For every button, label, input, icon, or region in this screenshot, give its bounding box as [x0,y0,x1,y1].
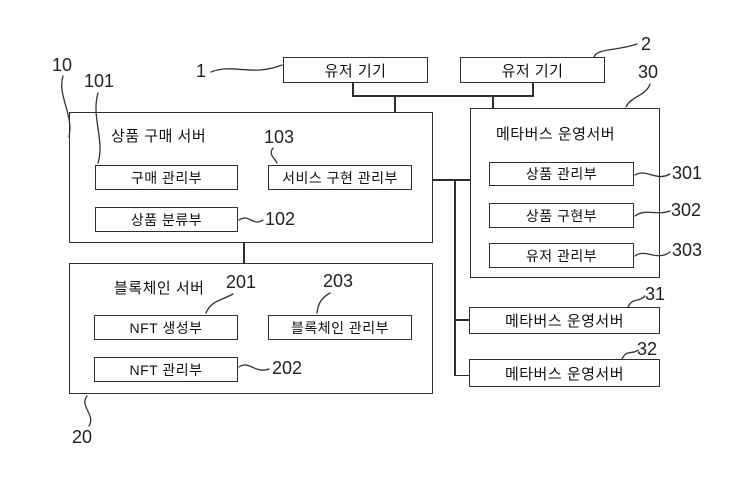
connector-purchase-to-blockchain [243,242,245,264]
connector-user1-drop [352,82,354,96]
ref-label-10: 10 [52,55,73,75]
ref-label-30: 30 [638,62,659,82]
node-user-device-1: 유저 기기 [283,57,428,83]
node-purchase-server-title: 상품 구매 서버 [111,128,207,145]
node-user-device-1-label: 유저 기기 [324,62,387,80]
node-metaverse-server-title: 메타버스 운영서버 [496,126,616,143]
node-user-manager-label: 유저 관리부 [525,247,598,264]
node-product-classifier-label: 상품 분류부 [130,211,203,228]
node-blockchain-server-title: 블록체인 서버 [114,280,205,297]
node-blockchain-manager-label: 블록체인 관리부 [290,319,390,336]
node-nft-generator-label: NFT 생성부 [129,319,203,336]
ref-label-301: 301 [672,163,703,183]
node-user-manager: 유저 관리부 [489,243,634,268]
ref-label-103: 103 [264,127,295,147]
connector-right-vertical [454,179,456,376]
ref-label-202: 202 [272,358,303,378]
ref-label-302: 302 [671,200,702,220]
node-user-device-2: 유저 기기 [460,57,605,83]
ref-label-32: 32 [637,339,658,359]
ref-label-203: 203 [323,271,354,291]
ref-label-2: 2 [641,34,652,54]
node-product-classifier: 상품 분류부 [95,207,238,232]
node-user-device-2-label: 유저 기기 [501,62,564,80]
connector-stub-mv32 [454,374,470,376]
ref-label-1: 1 [196,61,207,81]
connector-bus-horizontal [352,95,534,97]
connector-drop-to-metaverse-server [492,95,494,110]
connector-drop-to-purchase-server [394,95,396,113]
connector-user2-drop [532,82,534,96]
connector-stub-mv31 [454,319,470,321]
ref-label-20: 20 [72,427,93,447]
node-product-impl-label: 상품 구현부 [525,207,598,224]
node-product-manager: 상품 관리부 [489,162,634,186]
node-metaverse-server-32: 메타버스 운영서버 [469,359,660,387]
node-purchase-manager-label: 구매 관리부 [130,169,203,186]
leader-20 [84,395,92,427]
ref-label-102: 102 [265,209,296,229]
node-product-impl: 상품 구현부 [489,203,634,228]
node-purchase-manager: 구매 관리부 [95,165,238,190]
node-nft-generator: NFT 생성부 [94,315,238,340]
node-nft-manager-label: NFT 관리부 [129,361,203,378]
node-product-manager-label: 상품 관리부 [525,166,598,182]
node-service-impl-manager-label: 서비스 구현 관리부 [282,169,398,186]
leader-2 [593,43,638,58]
ref-label-101: 101 [84,71,115,91]
node-service-impl-manager: 서비스 구현 관리부 [268,165,412,190]
node-metaverse-server-32-label: 메타버스 운영서버 [504,365,625,383]
leader-30 [625,83,651,108]
ref-label-31: 31 [645,284,666,304]
node-metaverse-server-31: 메타버스 운영서버 [469,307,660,334]
ref-label-201: 201 [226,272,257,292]
leader-31 [627,295,646,308]
ref-label-303: 303 [672,240,703,260]
leader-32 [621,349,639,360]
node-metaverse-server-31-label: 메타버스 운영서버 [504,313,625,330]
node-nft-manager: NFT 관리부 [94,357,238,382]
leader-1 [210,64,283,73]
connector-purchase-to-metaverse [433,179,470,181]
node-blockchain-manager: 블록체인 관리부 [268,315,412,340]
